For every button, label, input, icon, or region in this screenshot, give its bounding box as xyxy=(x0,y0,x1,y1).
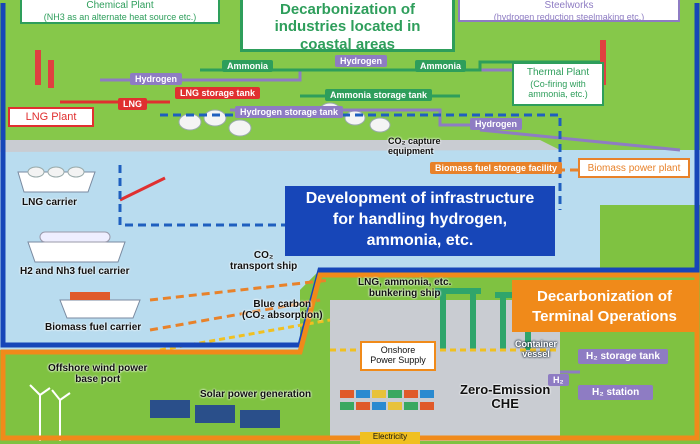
zero-emission-che-label: Zero-Emission CHE xyxy=(460,382,551,412)
biomass-carrier-ship xyxy=(59,292,141,319)
biomass-carrier-label: Biomass fuel carrier xyxy=(45,322,142,333)
tag-hydrogen-3: Hydrogen xyxy=(470,118,523,130)
solar-panels xyxy=(150,400,280,428)
infrastructure-line3: ammonia, etc. xyxy=(366,231,474,249)
co2-transport-ship-label: CO₂ transport ship xyxy=(230,250,297,272)
container-vessel-label: Container vessel xyxy=(515,339,558,360)
coastal-heading-line2: industries located in xyxy=(274,18,421,36)
container-stacks xyxy=(340,390,434,410)
tag-hydrogen-storage: Hydrogen storage tank xyxy=(235,106,344,118)
lng-carrier-ship xyxy=(17,166,96,193)
chemical-plant-box: Chemical Plant (NH3 as an alternate heat… xyxy=(20,0,220,24)
coastal-heading-line3: coastal areas xyxy=(299,35,396,53)
offshore-wind-label: Offshore wind power base port xyxy=(48,363,147,385)
lng-carrier-label: LNG carrier xyxy=(22,197,78,208)
chemical-plant-subtitle: (NH3 as an alternate heat source etc.) xyxy=(43,11,197,22)
lng-plant-label: LNG Plant xyxy=(25,111,77,123)
container-line2: vessel xyxy=(522,348,550,359)
tag-lng: LNG xyxy=(118,98,147,110)
co2-capture-label: CO₂ capture equipment xyxy=(388,136,441,157)
steelworks-box: Steelworks (hydrogen reduction steelmaki… xyxy=(458,0,680,22)
tag-h2-small: H₂ xyxy=(548,374,569,386)
infrastructure-heading: Development of infrastructure for handli… xyxy=(285,186,555,256)
thermal-plant-box: Thermal Plant (Co-firing with ammonia, e… xyxy=(512,62,604,106)
lng-pipeline xyxy=(60,100,170,202)
container-line1: Container xyxy=(515,339,558,349)
tag-ammonia-1: Ammonia xyxy=(222,60,274,72)
tag-hydrogen-2: Hydrogen xyxy=(335,55,388,67)
infrastructure-line1: Development of infrastructure xyxy=(305,190,535,207)
tag-hydrogen-1: Hydrogen xyxy=(130,73,183,85)
h2-nh3-carrier-label: H2 and Nh3 fuel carrier xyxy=(20,266,130,277)
tag-ammonia-storage: Ammonia storage tank xyxy=(325,89,433,101)
electricity-label: Electricity xyxy=(360,432,420,444)
zero-line1: Zero-Emission xyxy=(460,382,551,397)
infrastructure-line2: for handling hydrogen, xyxy=(332,210,508,228)
tag-ammonia-2: Ammonia xyxy=(415,60,467,72)
co2-ship-line2: transport ship xyxy=(230,261,298,272)
blue-carbon-line1: Blue carbon xyxy=(253,299,312,310)
zero-line2: CHE xyxy=(491,396,519,412)
thermal-plant-line2: (Co-firing with xyxy=(530,78,586,89)
co2-capture-line2: equipment xyxy=(388,145,434,156)
co2-capture-line1: CO₂ capture xyxy=(388,136,441,146)
bunkering-line2: bunkering ship xyxy=(368,288,441,299)
steelworks-title: Steelworks xyxy=(544,0,594,11)
bunkering-line1: LNG, ammonia, etc. xyxy=(358,277,452,288)
north-quay xyxy=(0,140,560,152)
onshore-power-supply-box: Onshore Power Supply xyxy=(360,341,436,371)
tag-h2-station: H₂ station xyxy=(578,385,654,400)
terminal-heading-line2: Terminal Operations xyxy=(532,307,677,325)
lng-plant-box: LNG Plant xyxy=(8,107,94,127)
terminal-area-border xyxy=(0,272,700,441)
co2-ship-line1: CO₂ xyxy=(253,250,274,261)
coastal-heading-line1: Decarbonization of xyxy=(279,1,415,18)
h2-carrier-ship xyxy=(27,231,126,263)
offshore-line2: base port xyxy=(75,374,121,385)
terminal-operations-heading: Decarbonization of Terminal Operations xyxy=(512,280,697,332)
electricity-lines xyxy=(159,318,560,352)
onshore-line2: Power Supply xyxy=(370,355,426,366)
thermal-plant-line3: ammonia, etc.) xyxy=(528,88,588,99)
tag-biomass-storage: Biomass fuel storage facility xyxy=(430,162,563,174)
chemical-plant-title: Chemical Plant xyxy=(86,0,154,11)
onshore-line1: Onshore xyxy=(380,345,416,355)
wind-turbines xyxy=(29,384,71,441)
biomass-power-plant-label: Biomass power plant xyxy=(587,163,681,174)
coastal-decarbonization-heading: Decarbonization of industries located in… xyxy=(240,0,455,53)
tag-h2-storage: H₂ storage tank xyxy=(578,349,668,364)
thermal-plant-title: Thermal Plant xyxy=(526,67,590,78)
solar-label: Solar power generation xyxy=(200,389,312,400)
blue-carbon-line2: (CO₂ absorption) xyxy=(242,310,323,321)
biomass-power-plant-box: Biomass power plant xyxy=(578,158,690,178)
steelworks-subtitle: (hydrogen reduction steelmaking etc.) xyxy=(493,11,645,22)
offshore-line1: Offshore wind power xyxy=(48,363,148,374)
tag-lng-storage: LNG storage tank xyxy=(175,87,261,99)
terminal-heading-line1: Decarbonization of xyxy=(536,288,672,305)
blue-carbon-label: Blue carbon (CO₂ absorption) xyxy=(242,299,323,321)
bunkering-ship-label: LNG, ammonia, etc. bunkering ship xyxy=(358,277,451,299)
